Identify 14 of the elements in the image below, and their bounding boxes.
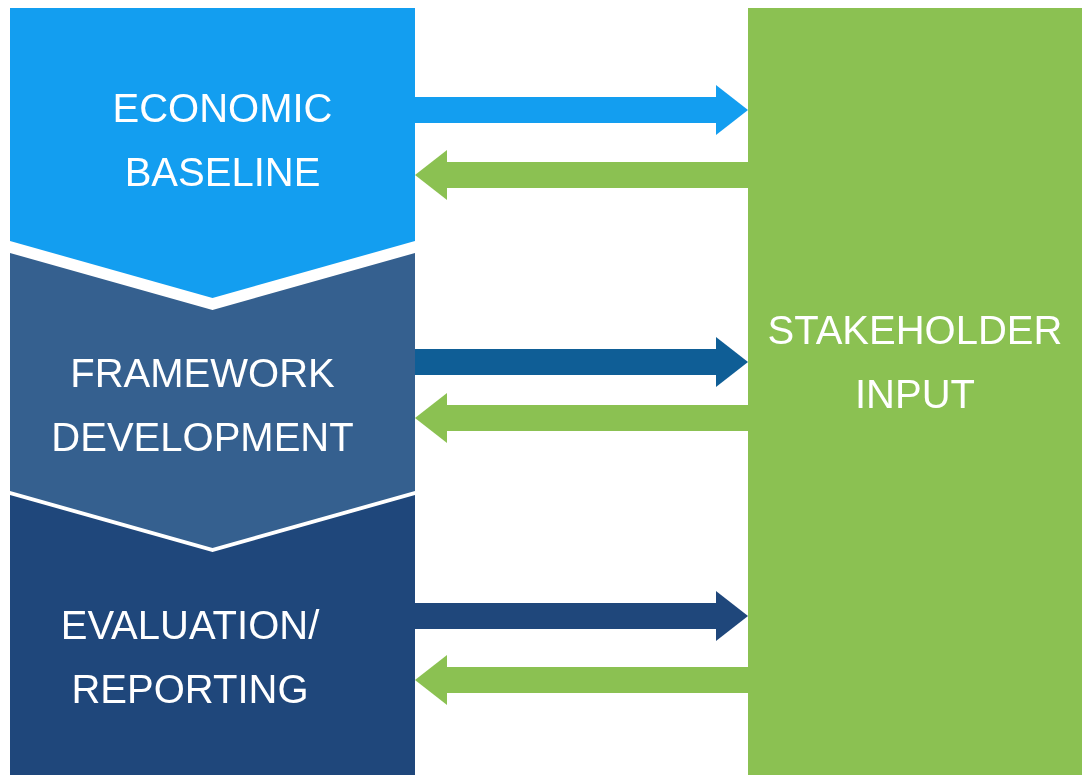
arrow [415,393,748,443]
step-label: ECONOMIC BASELINE [111,85,334,196]
arrow [415,337,748,387]
step-label: EVALUATION/ REPORTING [59,602,321,713]
arrow [415,150,748,200]
process-box [748,8,1082,775]
step-label: FRAMEWORK DEVELOPMENT [50,350,355,461]
chevron-step [10,8,415,298]
chevron-step [10,495,415,775]
step-label: STAKEHOLDER INPUT [766,307,1064,418]
arrow [415,655,748,705]
arrow [415,591,748,641]
arrow [415,85,748,135]
chevron-step [10,253,415,548]
